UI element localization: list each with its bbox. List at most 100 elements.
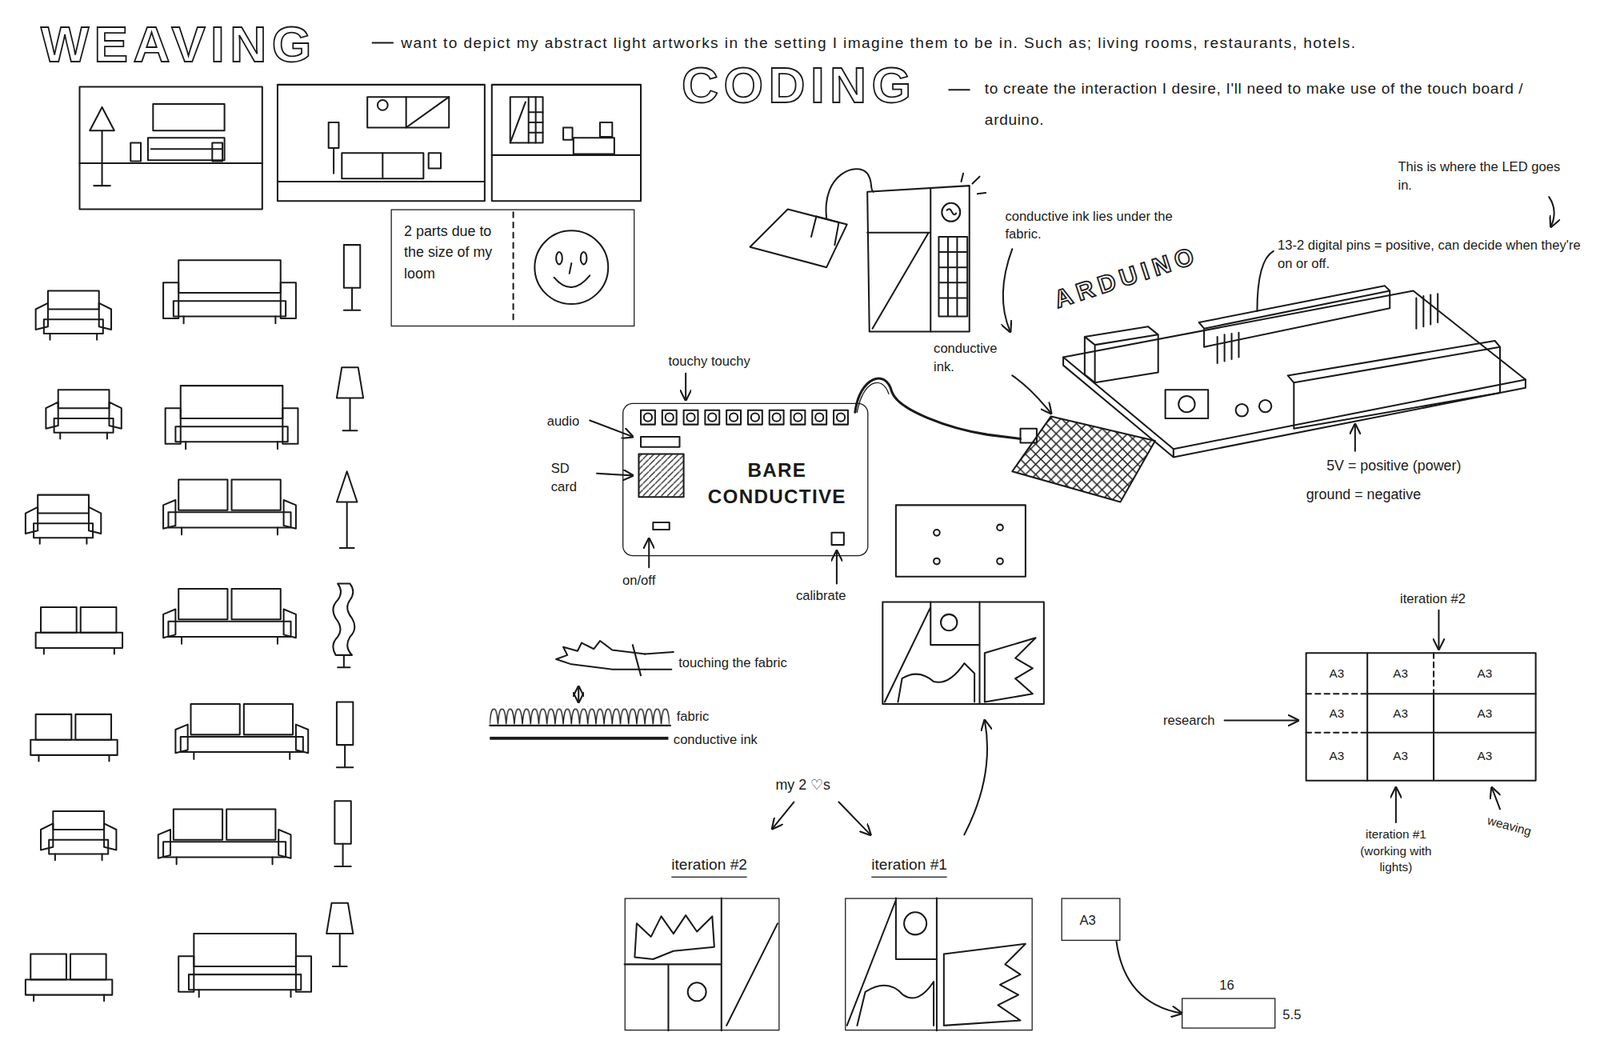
size-text: A3 xyxy=(1062,911,1114,929)
sketch-stroke xyxy=(833,410,848,425)
sketch-stroke xyxy=(600,122,612,137)
sketch-stroke xyxy=(277,84,485,201)
sketch-stroke xyxy=(1306,693,1368,732)
sketch-stroke xyxy=(832,532,844,545)
callout-note: research xyxy=(1163,711,1216,729)
sketch-stroke xyxy=(40,811,116,860)
layer-name: conductive ink xyxy=(673,730,758,748)
sketch-stroke xyxy=(826,168,874,219)
sketch-stroke xyxy=(811,216,839,245)
sketch-stroke xyxy=(964,720,988,836)
sketch-stroke xyxy=(36,607,123,655)
sketch-stroke xyxy=(510,96,544,143)
pin-name: ground = negative xyxy=(1306,484,1421,504)
callout-note: conductive ink. xyxy=(933,340,1020,376)
table-cell: A3 xyxy=(1306,665,1368,683)
sketch-stroke xyxy=(130,143,141,162)
sketch-stroke xyxy=(944,944,1026,1026)
sketch-stroke xyxy=(492,154,641,156)
size-box: A3 xyxy=(1061,897,1121,941)
sketch-stroke xyxy=(984,637,1036,702)
board-name: BARE CONDUCTIVE xyxy=(692,456,861,509)
table-cell: A3 xyxy=(1433,748,1536,765)
iteration-heading: iteration #2 xyxy=(671,854,748,879)
note-text: to create the interaction I desire, I'll… xyxy=(984,73,1588,136)
sketch-stroke xyxy=(1236,404,1248,416)
sketch-stroke xyxy=(1063,291,1526,450)
sketch-stroke xyxy=(933,529,940,536)
sketch-stroke xyxy=(640,436,680,448)
sketch-stroke xyxy=(1003,248,1013,332)
sketch-stroke xyxy=(896,504,1026,576)
sketch-stroke xyxy=(554,263,591,288)
callout-note: conductive ink lies under the fabric. xyxy=(1004,207,1199,244)
sketch-stroke xyxy=(336,702,353,768)
pin-name: 5V = positive (power) xyxy=(1326,456,1461,476)
sketch-stroke xyxy=(556,252,563,264)
leader-arrows xyxy=(578,196,1554,835)
part-name: calibrate xyxy=(796,586,847,604)
sketch-stroke xyxy=(1288,340,1500,429)
sketch-stroke xyxy=(428,152,441,168)
sketch-stroke xyxy=(158,808,292,864)
sketch-stroke xyxy=(867,185,970,332)
callout-note: This is where the LED goes in. xyxy=(1397,158,1572,195)
sketch-stroke xyxy=(938,236,968,316)
table-cell: A3 xyxy=(1367,665,1434,683)
sketch-stroke xyxy=(882,602,1044,705)
sketch-stroke xyxy=(334,800,351,867)
sketch-stroke xyxy=(856,382,889,412)
table-cell: A3 xyxy=(1367,704,1434,722)
fabric-diagram xyxy=(489,640,674,740)
sketch-stroke xyxy=(328,122,340,148)
sketch-stroke xyxy=(726,410,741,425)
board-name: ARDUINO xyxy=(1051,241,1203,314)
sketch-stroke xyxy=(510,96,544,143)
section-title: WEAVING xyxy=(40,16,317,72)
sketch-stroke xyxy=(577,686,580,702)
sketch-stroke xyxy=(489,706,669,725)
layer-name: fabric xyxy=(676,707,710,725)
sketch-stroke xyxy=(79,86,262,209)
sketch-stroke xyxy=(1199,285,1391,348)
sketch-stroke xyxy=(332,148,335,174)
note-text: 2 parts due to the size of my loom xyxy=(404,220,498,285)
sketch-stroke xyxy=(772,802,795,829)
sketch-stroke xyxy=(940,614,957,631)
sketch-stroke xyxy=(1217,332,1240,364)
sketch-stroke xyxy=(933,558,940,565)
loom-note-sketch xyxy=(513,212,609,324)
sketch-stroke xyxy=(534,230,608,304)
sketch-stroke xyxy=(1548,196,1554,227)
sketch-stroke xyxy=(30,714,117,762)
sketch-stroke xyxy=(644,652,674,670)
arduino-sketch xyxy=(1063,285,1526,457)
sketch-stroke xyxy=(884,602,980,705)
part-name: audio xyxy=(547,412,580,430)
table-cell: A3 xyxy=(1306,704,1368,722)
sketch-stroke xyxy=(996,524,1004,532)
sketch-stroke xyxy=(1432,652,1435,694)
sketch-stroke xyxy=(163,479,296,535)
table-cell: A3 xyxy=(1433,665,1536,683)
sketch-stroke xyxy=(336,471,358,548)
connector-arrow xyxy=(1116,940,1182,1014)
sketch-stroke xyxy=(556,640,645,670)
sketch-stroke xyxy=(1354,424,1356,452)
sketch-stroke xyxy=(332,584,355,668)
sketch-stroke xyxy=(897,663,975,702)
artwork-box: iteration #1 xyxy=(844,897,1033,1031)
scene-sketch xyxy=(79,84,641,210)
sketch-stroke xyxy=(163,260,296,324)
sketch-stroke xyxy=(704,410,720,425)
sketch-stroke xyxy=(151,148,222,150)
sketch-stroke xyxy=(1367,693,1536,732)
sketch-stroke xyxy=(489,724,671,727)
dimension: 5.5 xyxy=(1282,1006,1301,1024)
touch-board: BARE CONDUCTIVE xyxy=(622,403,868,556)
sketch-stroke xyxy=(596,473,633,476)
sketch-stroke xyxy=(961,173,987,195)
sketch-stroke xyxy=(791,410,806,425)
sketch-stroke xyxy=(406,96,450,128)
